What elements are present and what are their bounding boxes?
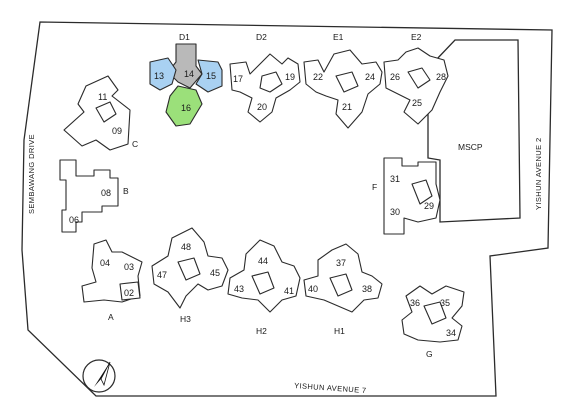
unit-label: 17 (233, 74, 243, 84)
road-label-right: YISHUN AVENUE 2 (534, 137, 543, 210)
unit-label: 16 (181, 103, 191, 113)
unit-16-shape[interactable] (165, 85, 203, 127)
unit-label: 06 (69, 215, 79, 225)
unit-label: 44 (258, 256, 268, 266)
unit-label: 24 (365, 72, 375, 82)
block-label: C (132, 139, 138, 149)
road-label-left: SEMBAWANG DRIVE (27, 134, 36, 214)
unit-label: 30 (390, 207, 400, 217)
block-label: B (123, 186, 129, 196)
unit-label: 21 (342, 102, 352, 112)
block-label: H1 (334, 326, 345, 336)
block-c[interactable]: 11 09 C (63, 75, 138, 151)
block-label: E1 (333, 32, 344, 42)
block-d2[interactable]: 17 19 20 D2 (229, 32, 301, 123)
block-e2[interactable]: 26 28 25 E2 (383, 32, 449, 125)
unit-label: 11 (98, 92, 107, 102)
block-f[interactable]: 31 30 29 F (372, 157, 441, 235)
unit-label: 34 (446, 328, 456, 338)
block-label: D2 (256, 32, 267, 42)
block-h1[interactable]: 37 40 38 H1 (303, 243, 383, 336)
unit-label: 02 (124, 288, 134, 298)
unit-label: 15 (206, 71, 216, 81)
block-label: G (426, 349, 433, 359)
unit-label: 43 (234, 284, 244, 294)
unit-label: 28 (436, 72, 446, 82)
site-boundary (21, 21, 553, 397)
unit-label: 41 (284, 286, 294, 296)
block-h2[interactable]: 44 43 41 H2 (227, 239, 301, 336)
unit-label: 48 (181, 242, 191, 252)
unit-label: 14 (184, 69, 194, 79)
unit-label: 40 (308, 284, 318, 294)
unit-label: 31 (390, 174, 400, 184)
unit-label: 29 (424, 201, 434, 211)
unit-label: 38 (362, 284, 372, 294)
unit-label: 03 (124, 262, 134, 272)
block-label: H2 (256, 326, 267, 336)
block-label: F (372, 182, 377, 192)
block-b[interactable]: 08 06 B (59, 159, 129, 233)
block-label: D1 (179, 32, 190, 42)
block-e1[interactable]: 22 21 24 E1 (303, 32, 383, 129)
unit-label: 08 (101, 188, 111, 198)
unit-label: 22 (313, 72, 323, 82)
mscp-label: MSCP (458, 142, 483, 152)
block-h3[interactable]: 48 47 45 H3 (151, 227, 229, 324)
unit-label: 04 (100, 258, 110, 268)
unit-13-shape[interactable] (149, 57, 177, 91)
unit-15-shape[interactable] (195, 59, 223, 93)
unit-label: 20 (257, 102, 267, 112)
unit-label: 36 (410, 298, 420, 308)
block-label: H3 (180, 314, 191, 324)
unit-label: 25 (412, 98, 422, 108)
block-g[interactable]: 36 35 34 G (401, 285, 465, 359)
unit-label: 37 (336, 258, 346, 268)
unit-label: 13 (154, 71, 164, 81)
unit-label: 35 (440, 298, 450, 308)
unit-label: 09 (112, 126, 122, 136)
block-label: E2 (411, 32, 422, 42)
unit-label: 45 (210, 268, 220, 278)
north-arrow-icon (82, 359, 116, 393)
block-label: A (108, 312, 114, 322)
block-a[interactable]: 04 03 02 A (81, 239, 143, 322)
unit-label: 26 (390, 72, 400, 82)
unit-label: 19 (285, 72, 295, 82)
road-label-bottom: YISHUN AVENUE 7 (294, 381, 367, 395)
block-d1[interactable]: 13 14 15 16 D1 (149, 32, 223, 127)
unit-label: 47 (157, 270, 167, 280)
